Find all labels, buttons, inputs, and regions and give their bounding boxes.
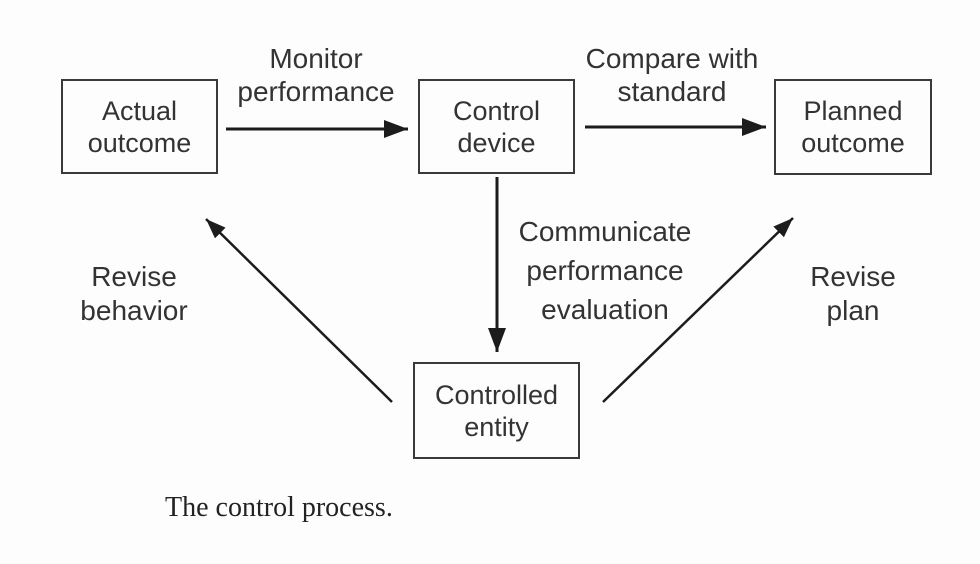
node-controlled-entity: Controlled entity (413, 362, 580, 459)
edge-label-compare-with-standard: Compare with standard (585, 43, 759, 107)
node-planned-outcome: Planned outcome (774, 79, 932, 175)
node-controlled-entity-label: Controlled entity (434, 379, 559, 442)
figure-caption: The control process. (165, 492, 393, 523)
edge-label-revise-behavior: Revise behavior (80, 261, 188, 326)
node-actual-outcome-label: Actual outcome (87, 95, 192, 158)
node-planned-outcome-label: Planned outcome (801, 96, 905, 158)
node-control-device: Control device (418, 79, 575, 174)
edge-label-communicate-performance-evaluation: Communicate performance evaluation (518, 216, 692, 325)
edge-label-monitor-performance: Monitor performance (237, 43, 395, 107)
arrow-revise-plan (602, 217, 794, 403)
arrow-revise-behavior (205, 218, 393, 403)
node-actual-outcome: Actual outcome (61, 79, 218, 174)
edge-label-revise-plan: Revise plan (810, 261, 896, 326)
node-control-device-label: Control device (452, 95, 541, 158)
